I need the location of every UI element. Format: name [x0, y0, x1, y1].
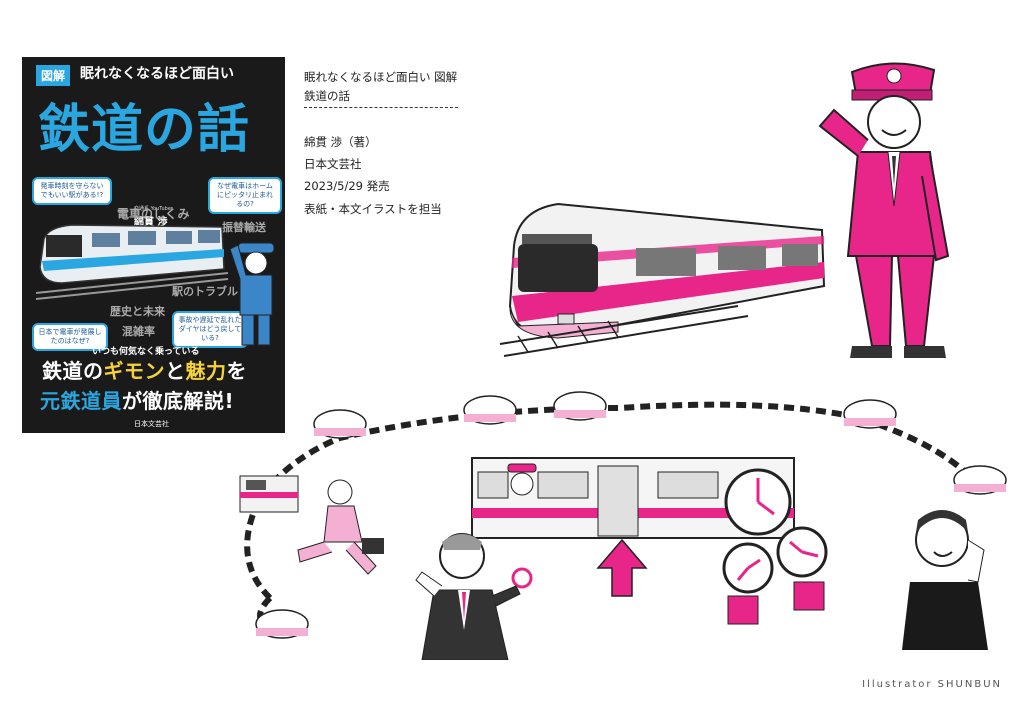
- late-passenger-illustration: [239, 475, 384, 575]
- illustrator-signature: Illustrator SHUNBUN: [862, 679, 1002, 690]
- up-arrow-icon: [596, 538, 648, 597]
- book-cover: 図解 眠れなくなるほど面白い 鉄道の話 発車時刻を守らないでもいい駅がある!? …: [22, 57, 285, 433]
- cover-author-caption: 交通系 YouTuber: [134, 206, 173, 212]
- cover-callout-3: 日本で電車が発展したのはなぜ?: [32, 323, 108, 352]
- cover-lead: いつも何気なく乗っている: [92, 347, 200, 357]
- info-publisher: 日本文芸社: [304, 157, 362, 171]
- info-author: 綿貫 渉（著）: [304, 135, 377, 149]
- info-role: 表紙・本文イラストを担当: [304, 202, 442, 216]
- cover-callout-1: 発車時刻を守らないでもいい駅がある!?: [32, 177, 112, 206]
- cover-callout-2: なぜ電車はホームにピッタリ止まれるの?: [208, 177, 282, 215]
- cover-keyword-3: 駅のトラブル: [172, 285, 238, 298]
- cover-title: 鉄道の話: [38, 100, 251, 160]
- pink-train-illustration: [499, 202, 826, 357]
- info-series: 眠れなくなるほど面白い 図解: [304, 70, 458, 84]
- cover-keyword-5: 混雑率: [122, 325, 155, 338]
- station-staff-illustration: [818, 62, 950, 358]
- businessman-illustration: [415, 533, 533, 660]
- cover-publisher: 日本文芸社: [134, 420, 169, 428]
- cover-train-illustration: [35, 224, 229, 300]
- cover-keyword-4: 歴史と未来: [110, 305, 165, 318]
- cover-tag: 図解: [36, 65, 71, 86]
- cover-series: 眠れなくなるほど面白い: [80, 66, 234, 82]
- info-release: 2023/5/29 発売: [304, 179, 390, 193]
- cover-catch-line-1: 鉄道のギモンと魅力を: [42, 359, 247, 383]
- young-man-illustration: [902, 510, 988, 650]
- cover-keyword-2: 振替輸送: [222, 221, 266, 234]
- info-divider: [304, 107, 458, 108]
- track-route-illustration: [244, 391, 1007, 639]
- cover-catch-line-2: 元鉄道員が徹底解説!: [40, 389, 235, 413]
- info-title: 鉄道の話: [304, 89, 350, 103]
- cover-author: 綿貫 渉: [134, 217, 168, 228]
- cover-conductor-illustration: [230, 242, 275, 346]
- stopwatches-illustration: [722, 468, 828, 625]
- cover-keyword-1: 電車のしくみ: [117, 207, 190, 221]
